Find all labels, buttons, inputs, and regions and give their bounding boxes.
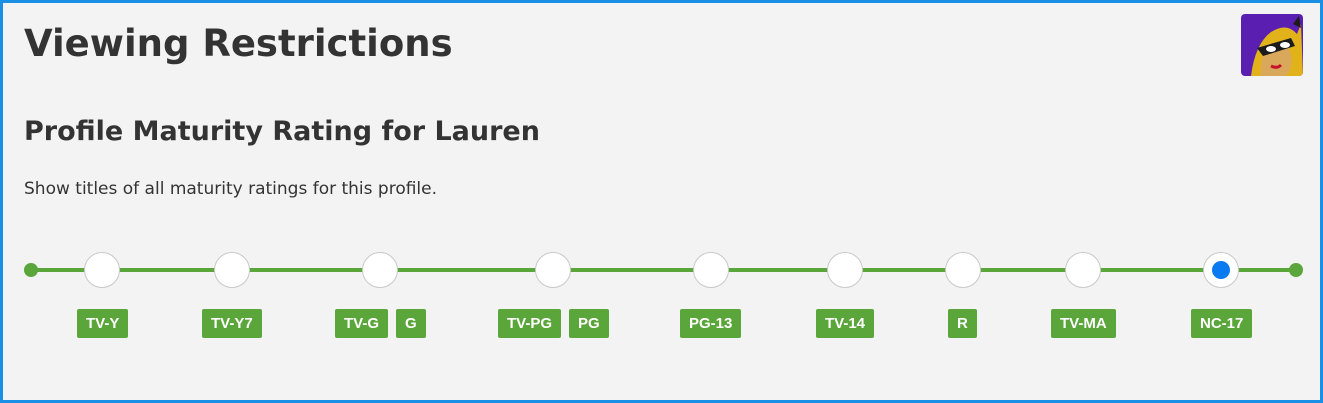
slider-knob-5[interactable] [827, 252, 863, 288]
masked-character-avatar-icon [1241, 14, 1303, 76]
slider-knob-0[interactable] [84, 252, 120, 288]
rating-badge: TV-Y7 [202, 309, 262, 338]
slider-knob-4[interactable] [693, 252, 729, 288]
rating-badge: TV-14 [816, 309, 875, 338]
page-title: Viewing Restrictions [24, 22, 453, 65]
rating-badge: TV-Y [77, 309, 129, 338]
slider-knob-2[interactable] [362, 252, 398, 288]
slider-track[interactable] [31, 268, 1296, 272]
profile-avatar[interactable] [1241, 14, 1303, 76]
slider-end-dot [1289, 263, 1303, 277]
slider-knob-6[interactable] [945, 252, 981, 288]
rating-badge: TV-PG [498, 309, 562, 338]
rating-badge: PG-13 [680, 309, 742, 338]
slider-knob-3[interactable] [535, 252, 571, 288]
slider-knob-8[interactable] [1203, 252, 1239, 288]
slider-knob-7[interactable] [1065, 252, 1101, 288]
rating-badge: PG [569, 309, 609, 338]
section-title: Profile Maturity Rating for Lauren [24, 116, 540, 147]
rating-badge: G [396, 309, 426, 338]
rating-badge: TV-MA [1051, 309, 1116, 338]
section-description: Show titles of all maturity ratings for … [24, 179, 438, 199]
slider-knob-1[interactable] [214, 252, 250, 288]
rating-badge: NC-17 [1191, 309, 1253, 338]
slider-start-dot [24, 263, 38, 277]
rating-badge: R [948, 309, 977, 338]
rating-badge: TV-G [335, 309, 389, 338]
